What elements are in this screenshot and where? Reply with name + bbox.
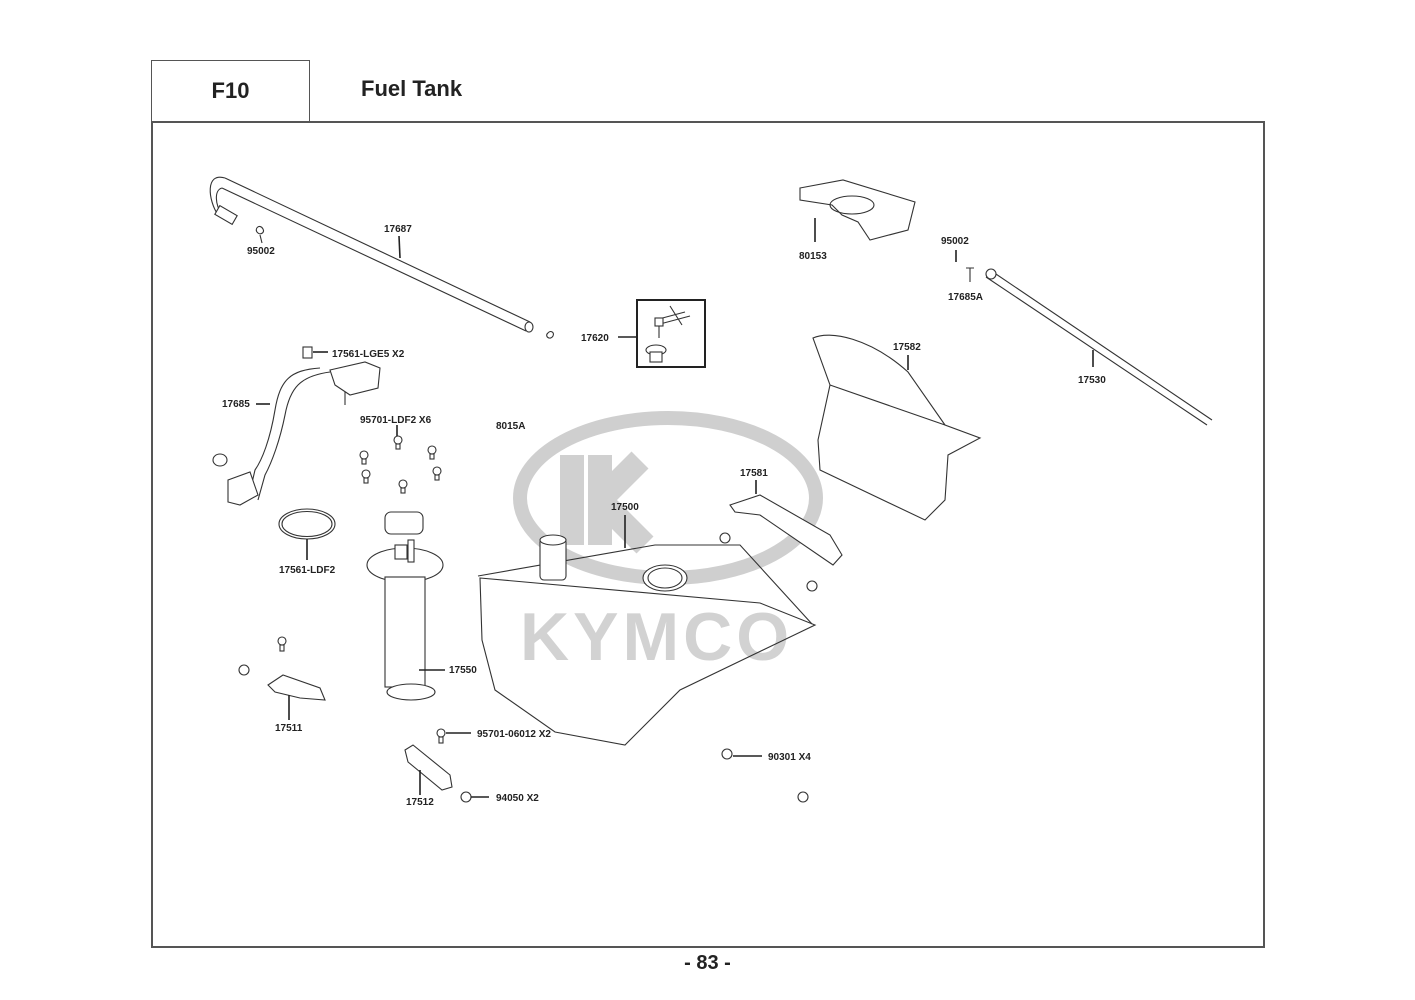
part-bolt-left bbox=[277, 636, 287, 652]
callout-17500: 17500 bbox=[611, 502, 639, 513]
part-clip-small bbox=[546, 331, 554, 339]
part-17550-fuel-pump bbox=[366, 511, 444, 701]
part-95701-LDF2-bolts bbox=[359, 435, 442, 494]
callout-17550: 17550 bbox=[449, 665, 477, 676]
kymco-watermark: KYMCO bbox=[513, 411, 823, 675]
callout-17685: 17685 bbox=[222, 399, 250, 410]
callout-17561-LGE5: 17561-LGE5 X2 bbox=[332, 349, 405, 360]
callout-17511: 17511 bbox=[275, 723, 303, 734]
callout-17561-LDF2: 17561-LDF2 bbox=[279, 565, 336, 576]
callout-17581: 17581 bbox=[740, 468, 768, 479]
part-17530-tube bbox=[985, 268, 1213, 426]
part-17620-cap-key-set bbox=[636, 299, 706, 368]
part-94050-nut bbox=[460, 791, 472, 803]
watermark-brand-text: KYMCO bbox=[520, 599, 793, 675]
part-17685A-fitting bbox=[966, 267, 974, 282]
callout-95002-b: 95002 bbox=[941, 236, 969, 247]
page-title: Fuel Tank bbox=[361, 76, 463, 101]
part-17511-bracket bbox=[267, 674, 326, 701]
watermark-k-letter bbox=[560, 451, 654, 554]
leader-17687 bbox=[398, 235, 401, 259]
part-17512-bracket bbox=[404, 744, 453, 791]
part-17581-pad bbox=[729, 494, 843, 566]
callout-94050: 94050 X2 bbox=[496, 793, 539, 804]
section-code: F10 bbox=[211, 78, 250, 103]
callout-17512: 17512 bbox=[406, 797, 434, 808]
callout-8015A: 8015A bbox=[496, 421, 525, 432]
callout-17685A: 17685A bbox=[948, 292, 983, 303]
callout-17687: 17687 bbox=[384, 224, 412, 235]
callout-95002-a: 95002 bbox=[247, 246, 275, 257]
callout-95701-06012: 95701-06012 X2 bbox=[477, 729, 551, 740]
diagram-frame bbox=[151, 121, 1265, 948]
part-17500-fuel-tank bbox=[477, 534, 817, 746]
part-95701-06012-bolt bbox=[436, 728, 446, 744]
part-17687-hose bbox=[209, 176, 534, 333]
callout-90301: 90301 X4 bbox=[768, 752, 811, 763]
part-80153-cover bbox=[799, 179, 916, 241]
callout-95701-LDF2: 95701-LDF2 X6 bbox=[360, 415, 432, 426]
page-number: - 83 - bbox=[684, 952, 731, 974]
callout-17582: 17582 bbox=[893, 342, 921, 353]
callout-17620: 17620 bbox=[581, 333, 609, 344]
part-17561-LDF2-oring bbox=[278, 508, 336, 540]
part-17685-vent-harness bbox=[212, 346, 381, 506]
part-nut-left bbox=[238, 664, 250, 676]
callout-17530: 17530 bbox=[1078, 375, 1106, 386]
section-code-box: F10 bbox=[151, 60, 310, 121]
part-17582-shield bbox=[812, 334, 982, 521]
part-95002-clip-a bbox=[255, 225, 264, 244]
callout-80153: 80153 bbox=[799, 251, 827, 262]
part-tank-nuts bbox=[719, 532, 818, 803]
